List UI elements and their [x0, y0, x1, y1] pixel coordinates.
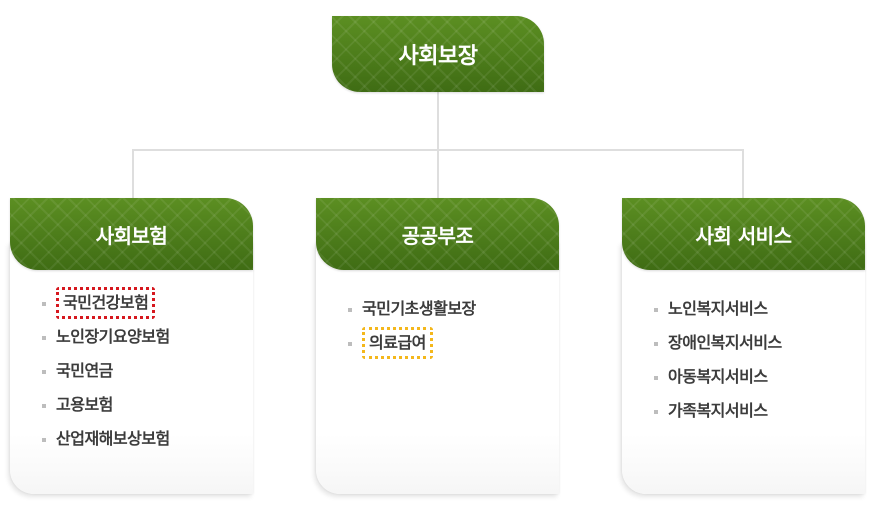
category-title: 사회 서비스 — [695, 223, 792, 248]
list-item: 국민연금 — [42, 354, 253, 388]
list-item: 노인장기요양보험 — [42, 320, 253, 354]
item-list: 노인복지서비스 장애인복지서비스 아동복지서비스 가족복지서비스 — [622, 292, 865, 428]
list-item: 국민기초생활보장 — [348, 292, 559, 326]
top-node-social-security: 사회보장 — [332, 16, 544, 92]
category-header-social-services: 사회 서비스 — [622, 198, 865, 270]
list-item: 고용보험 — [42, 388, 253, 422]
item-list: 국민건강보험 노인장기요양보험 국민연금 고용보험 산업재해보상보험 — [10, 286, 253, 456]
category-card-social-insurance: 국민건강보험 노인장기요양보험 국민연금 고용보험 산업재해보상보험 — [10, 242, 253, 494]
connector-right — [742, 149, 744, 199]
list-item: 노인복지서비스 — [654, 292, 865, 326]
list-item: 장애인복지서비스 — [654, 326, 865, 360]
list-item: 아동복지서비스 — [654, 360, 865, 394]
category-card-social-services: 노인복지서비스 장애인복지서비스 아동복지서비스 가족복지서비스 — [622, 242, 865, 494]
list-item: 산업재해보상보험 — [42, 422, 253, 456]
category-title: 공공부조 — [401, 223, 474, 248]
connector-middle — [437, 149, 439, 199]
list-item: 가족복지서비스 — [654, 394, 865, 428]
category-header-social-insurance: 사회보험 — [10, 198, 253, 270]
connector-left — [132, 149, 134, 199]
top-node-label: 사회보장 — [398, 44, 478, 69]
connector-vertical-top — [437, 92, 439, 150]
category-card-public-assistance: 국민기초생활보장 의료급여 — [316, 242, 559, 494]
yellow-highlight-box: 의료급여 — [362, 327, 433, 359]
category-header-public-assistance: 공공부조 — [316, 198, 559, 270]
category-title: 사회보험 — [95, 223, 168, 248]
item-list: 국민기초생활보장 의료급여 — [316, 292, 559, 360]
list-item-medical-aid: 의료급여 — [348, 326, 559, 360]
list-item-national-health-insurance: 국민건강보험 — [42, 286, 253, 320]
red-highlight-box: 국민건강보험 — [56, 287, 156, 319]
